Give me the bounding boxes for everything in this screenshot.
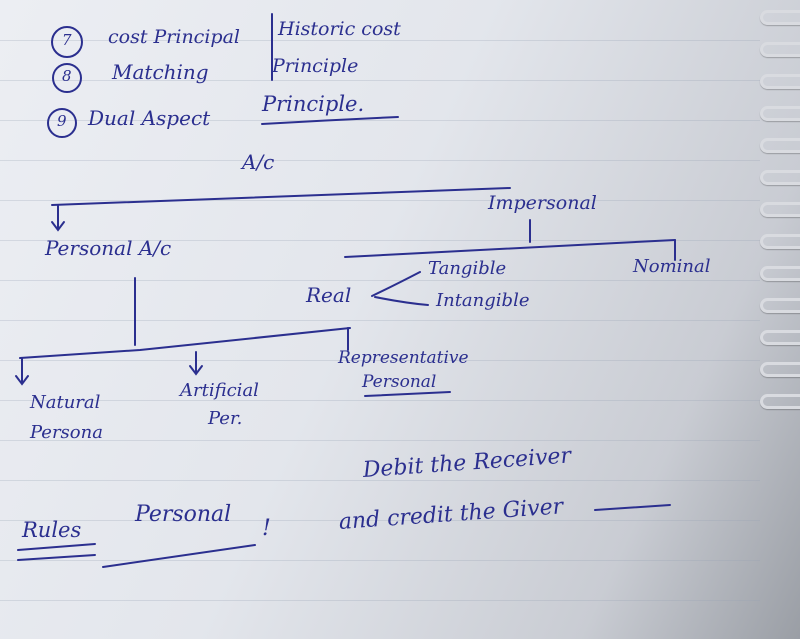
real-account-label: Real xyxy=(306,283,352,307)
nominal-account-label: Nominal xyxy=(633,256,711,277)
principle-number-7: 7 xyxy=(62,31,72,49)
rules-personal-title: Personal xyxy=(135,502,232,527)
representative-persona-line2: Personal xyxy=(362,372,437,392)
rules-label: Rules xyxy=(22,518,82,542)
principle-8-alt: Principle xyxy=(272,55,359,77)
representative-persona-line1: Representative xyxy=(338,348,469,368)
principle-9-text: Dual Aspect xyxy=(88,106,211,130)
personal-account-label: Personal A/c xyxy=(45,236,172,260)
rules-exclamation: ! xyxy=(262,516,271,541)
impersonal-account-label: Impersonal xyxy=(488,192,597,214)
tree-root-label: A/c xyxy=(242,150,275,174)
principle-8-text: Matching xyxy=(112,60,209,84)
principle-7-alt: Historic cost xyxy=(278,18,401,40)
artificial-persona-line1: Artificial xyxy=(180,380,259,401)
principle-number-9: 9 xyxy=(57,112,67,130)
intangible-label: Intangible xyxy=(436,290,530,311)
natural-persona-line1: Natural xyxy=(30,392,101,413)
natural-persona-line2: Persona xyxy=(30,422,103,443)
principle-7-text: cost Principal xyxy=(108,26,240,48)
principle-9-alt: Principle. xyxy=(262,92,365,116)
principle-number-8: 8 xyxy=(62,67,72,85)
artificial-persona-line2: Per. xyxy=(208,408,243,429)
tangible-label: Tangible xyxy=(428,258,507,279)
